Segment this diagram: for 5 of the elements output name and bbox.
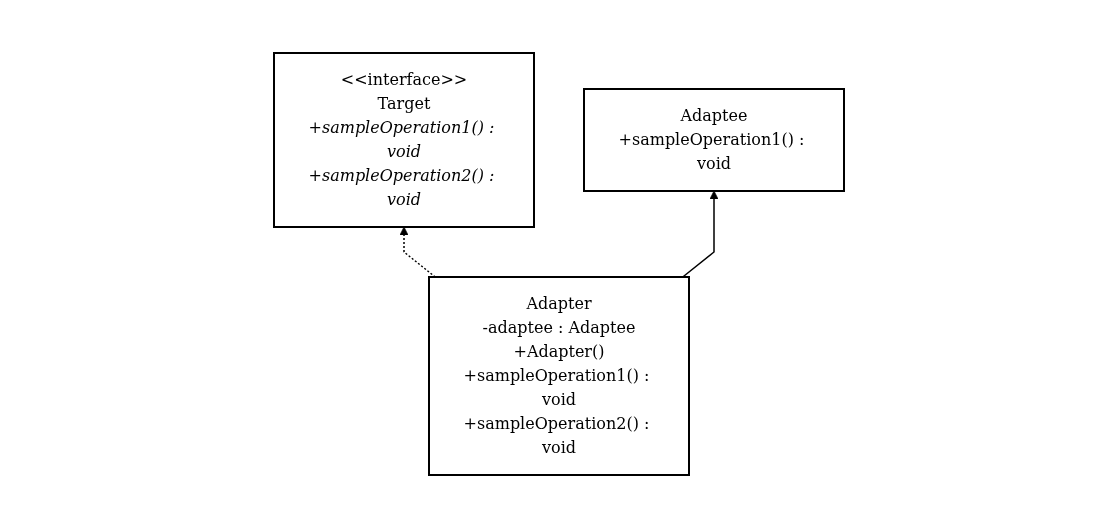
node-box: <<interface>> Target +sampleOperation1() : void +sampleOperation2() : void [272,52,535,228]
node-box: Adaptee +sampleOperation1() : void [582,88,845,192]
arrow [681,190,718,278]
node-box: Adapter -adaptee : Adaptee +Adapter() +sampleOperation1() : void +sampleOperation2() : void [427,276,690,476]
arrow [399,226,436,278]
